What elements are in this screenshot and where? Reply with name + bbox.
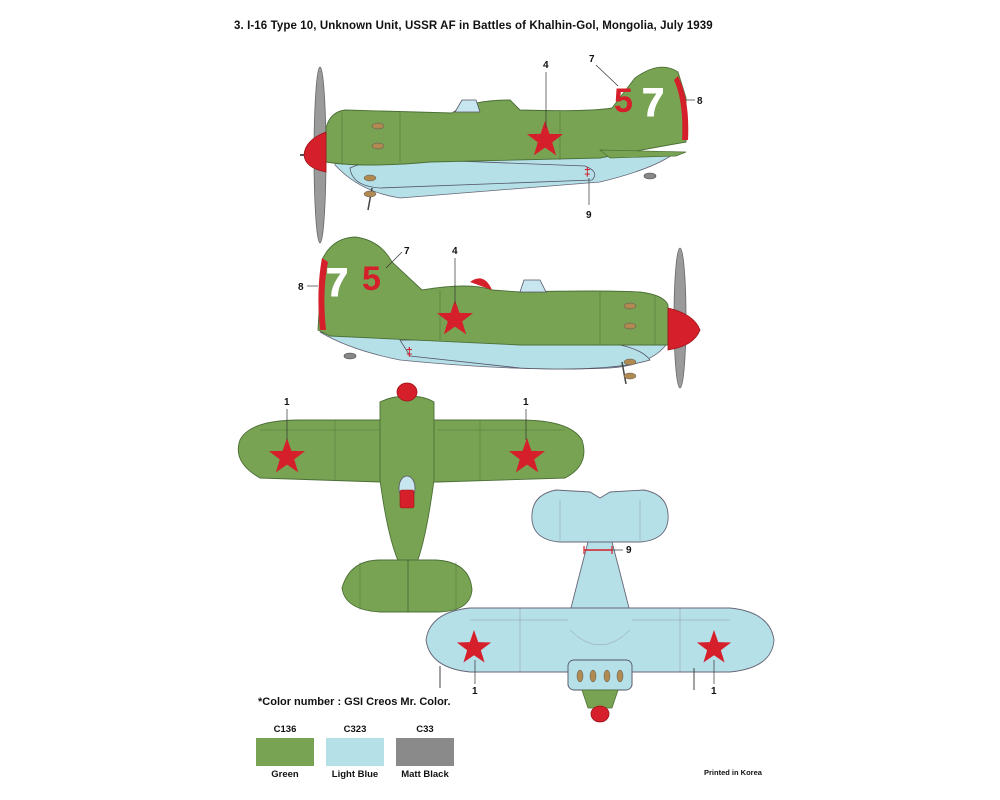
callout-1: 1 [711,686,717,697]
spinner-red [590,705,610,723]
swatch-green: C136 Green [256,724,314,780]
spinner-red [303,131,327,173]
callout-9: 9 [626,545,632,556]
swatch-label: Light Blue [331,769,379,780]
swatch-code: C323 [343,724,367,735]
spinner-red [396,382,418,402]
tail-number-red: 5 [614,82,633,120]
callout-4: 4 [543,60,549,71]
callout-4: 4 [452,246,458,257]
canopy [519,279,547,293]
fuselage-green [317,236,669,346]
callout-7: 7 [589,54,595,65]
fuselage-green [325,66,687,166]
side-profile-left: 5 7 ‡ 4 7 8 9 [300,54,703,244]
bottom-view: 9 1 1 [425,489,775,723]
swatch-color-box [326,738,384,766]
callout-9: 9 [586,210,592,221]
swatch-label: Green [271,769,299,780]
swatch-color-box [256,738,314,766]
tailplane-top [341,559,473,613]
color-number-note: *Color number : GSI Creos Mr. Color. [258,696,451,708]
swatch-color-box [396,738,454,766]
callout-8: 8 [697,96,703,107]
wing-bottom [425,607,775,673]
tailplane-bottom [531,489,669,543]
swatch-label: Matt Black [401,769,449,780]
svg-text:‡: ‡ [406,345,413,359]
callout-1: 1 [284,397,290,408]
canopy [454,99,481,113]
side-profile-right: 7 5 ‡ 7 4 8 [298,236,701,389]
printed-in-footer: Printed in Korea [704,768,762,777]
top-view: 1 1 [237,382,585,613]
swatch-light-blue: C323 Light Blue [326,724,384,780]
page-title: 3. I-16 Type 10, Unknown Unit, USSR AF i… [234,20,713,32]
swatch-code: C136 [273,724,297,735]
callout-1: 1 [472,686,478,697]
swatch-matt-black: C33 Matt Black [396,724,454,780]
spinner-red [667,307,701,351]
swatch-code: C33 [416,724,434,735]
callout-8: 8 [298,282,304,293]
callout-1: 1 [523,397,529,408]
tail-number-white: 7 [326,261,348,305]
tail-number-white: 7 [642,81,664,125]
callout-7: 7 [404,246,410,257]
tail-number-red: 5 [362,260,381,298]
svg-text:‡: ‡ [584,165,591,179]
